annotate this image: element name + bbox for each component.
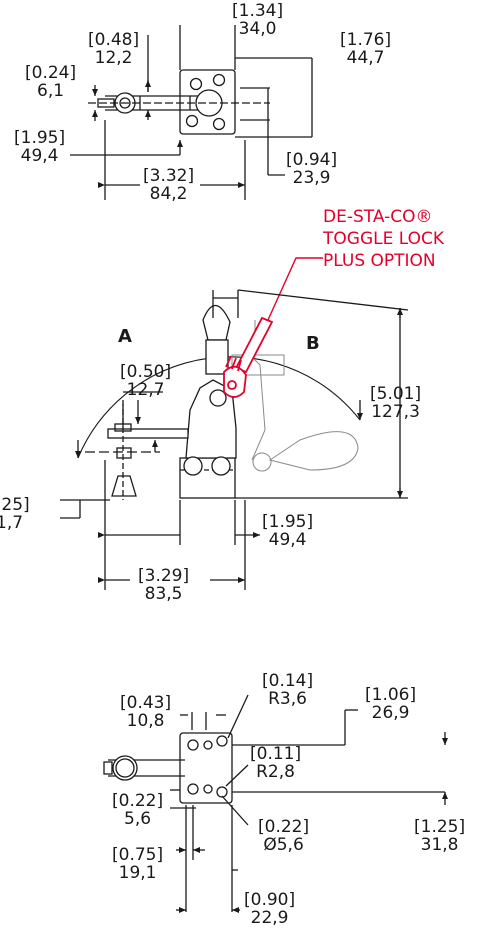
dim-label: [3.29]83,5 [138, 566, 190, 604]
dim-label: [0.50]12,7 [120, 362, 172, 400]
top-view [70, 25, 313, 200]
side-view [60, 257, 409, 590]
arc-label-a: A [118, 326, 132, 347]
toggle-lock-option [223, 316, 274, 398]
dim-label: [0.14]R3,6 [262, 671, 314, 709]
dim-label: [0.24]6,1 [25, 63, 77, 101]
dim-label: [0.94]23,9 [286, 150, 338, 188]
dim-label: [1.25]31,8 [414, 817, 466, 855]
dim-label: [1.06]26,9 [365, 685, 417, 723]
dim-label: [0.75]19,1 [112, 845, 164, 883]
dim-label: [0.11]R2,8 [250, 744, 302, 782]
dim-label: [0.43]10,8 [120, 693, 172, 731]
arc-label-b: B [306, 333, 320, 354]
dim-label: [0.22]Ø5,6 [258, 817, 310, 855]
dim-label: [1.76]44,7 [340, 30, 392, 68]
dim-label: [0.48]12,2 [88, 30, 140, 68]
base-view [103, 694, 448, 913]
dim-label: [1.95]49,4 [14, 128, 66, 166]
dim-label: [3.32]84,2 [143, 166, 195, 204]
dim-label: [0.90]22,9 [244, 890, 296, 928]
dim-label: [1.95]49,4 [262, 512, 314, 550]
dim-label: .25]1,7 [0, 495, 30, 533]
dim-label: [5.01]127,3 [370, 384, 422, 422]
dim-label: [0.22]5,6 [112, 791, 164, 829]
dim-label: [1.34]34,0 [232, 1, 284, 39]
